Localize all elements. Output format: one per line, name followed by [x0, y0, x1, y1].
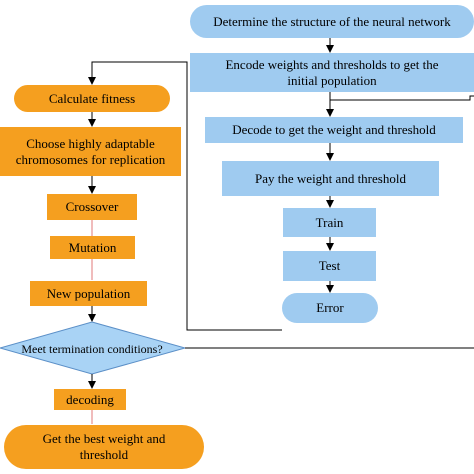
node-meet-termination-label: Meet termination conditions? [21, 341, 163, 356]
node-calculate-fitness: Calculate fitness [14, 85, 170, 112]
node-pay: Pay the weight and threshold [222, 161, 439, 196]
error-to-fitness-line [88, 61, 282, 331]
node-error: Error [282, 293, 378, 323]
node-new-population: New population [30, 281, 147, 306]
node-decoding: decoding [54, 389, 126, 410]
node-best-weight: Get the best weight and threshold [4, 425, 204, 469]
node-choose-chromosomes: Choose highly adaptable chromosomes for … [0, 127, 181, 176]
loop-back-line [330, 95, 474, 101]
node-determine-structure: Determine the structure of the neural ne… [190, 5, 474, 38]
node-mutation: Mutation [50, 236, 135, 259]
node-encode: Encode weights and thresholds to get the… [190, 53, 474, 92]
node-train: Train [283, 208, 376, 237]
node-decode: Decode to get the weight and threshold [205, 117, 463, 143]
node-test: Test [283, 251, 376, 281]
node-crossover: Crossover [47, 194, 137, 220]
